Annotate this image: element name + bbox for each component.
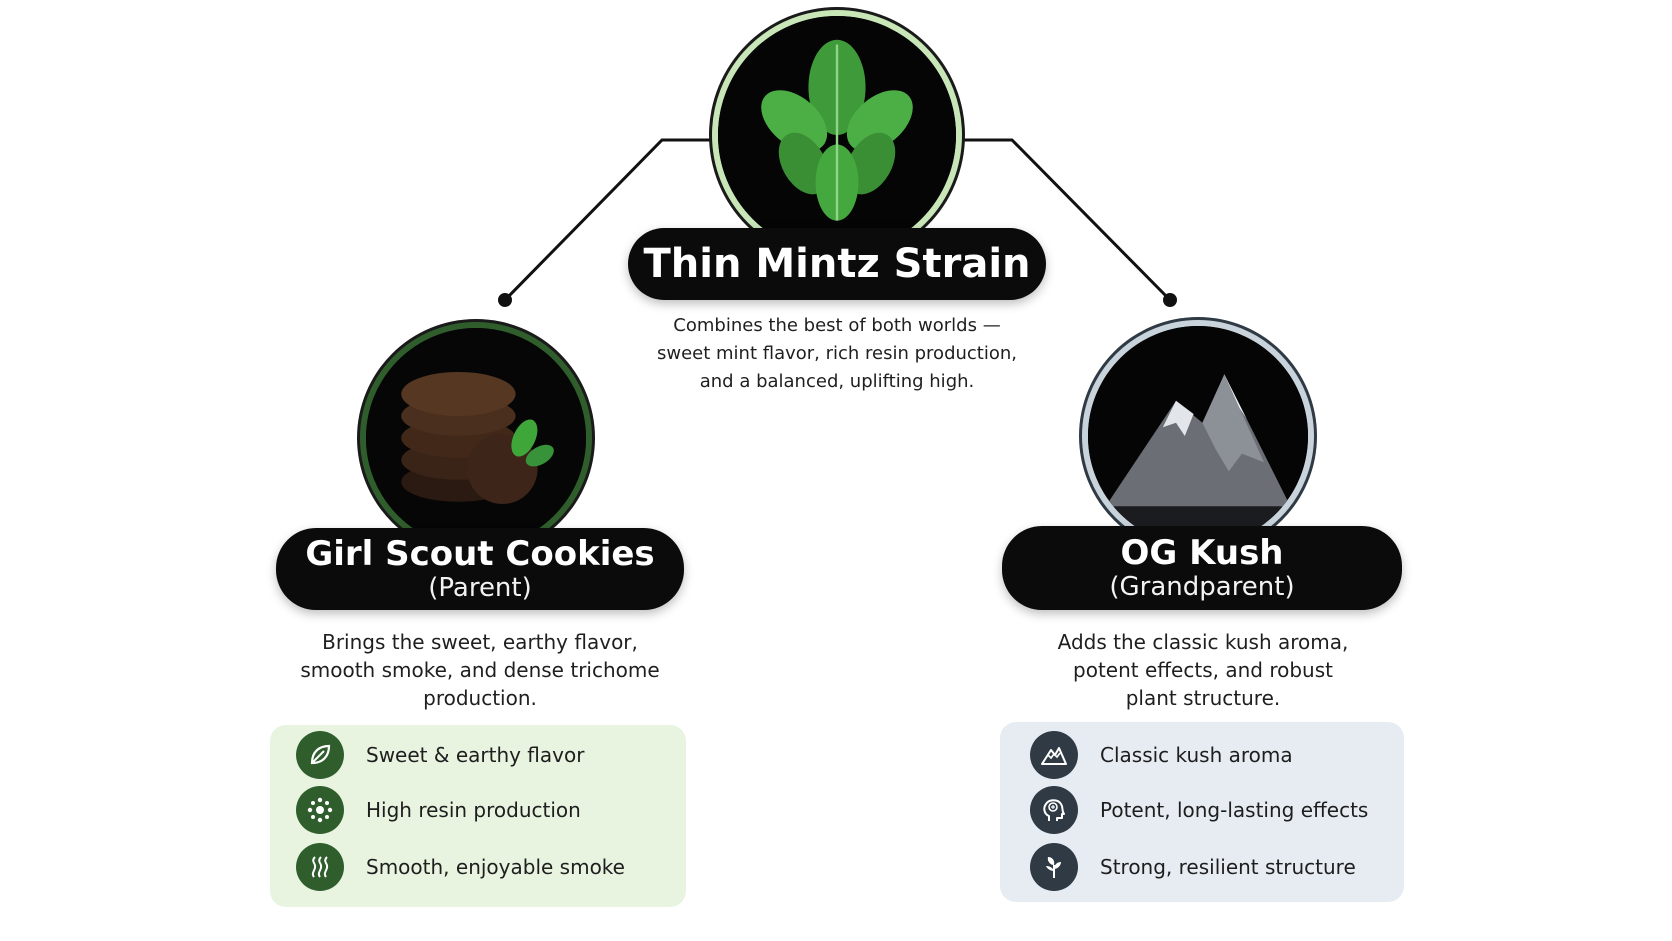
parent-feature-2: High resin production (296, 786, 581, 834)
grandparent-feature-1: Classic kush aroma (1030, 731, 1293, 779)
center-image (712, 10, 962, 260)
resin-icon (296, 786, 344, 834)
brain-head-icon (1030, 786, 1078, 834)
center-title: Thin Mintz Strain (643, 241, 1031, 287)
connector-dot-left (498, 293, 512, 307)
grandparent-image (1082, 320, 1314, 552)
parent-image (360, 322, 592, 554)
grandparent-description: Adds the classic kush aroma, potent effe… (1057, 630, 1349, 710)
grandparent-feature-2: Potent, long-lasting effects (1030, 786, 1368, 834)
smoke-icon (296, 843, 344, 891)
sprout-icon (1030, 843, 1078, 891)
grandparent-title: OG Kush (1120, 533, 1284, 573)
mountain-icon (1088, 326, 1308, 546)
mountain-icon (1030, 731, 1078, 779)
chocolate-cookies-icon (366, 328, 586, 548)
parent-subtitle: (Parent) (428, 573, 532, 603)
leaf-icon (296, 731, 344, 779)
grandparent-subtitle: (Grandparent) (1109, 572, 1295, 602)
parent-feature-3: Smooth, enjoyable smoke (296, 843, 625, 891)
grandparent-title-pill: OG Kush (Grandparent) (1002, 526, 1402, 610)
parent-feature-1: Sweet & earthy flavor (296, 731, 584, 779)
parent-title: Girl Scout Cookies (305, 534, 655, 574)
connector-dot-right (1163, 293, 1177, 307)
center-title-pill: Thin Mintz Strain (628, 228, 1046, 300)
parent-description: Brings the sweet, earthy flavor, smooth … (300, 630, 660, 710)
parent-title-pill: Girl Scout Cookies (Parent) (276, 528, 684, 610)
grandparent-feature-3: Strong, resilient structure (1030, 843, 1356, 891)
center-description: Combines the best of both worlds — sweet… (656, 315, 1018, 392)
mint-leaves-icon (718, 16, 956, 254)
